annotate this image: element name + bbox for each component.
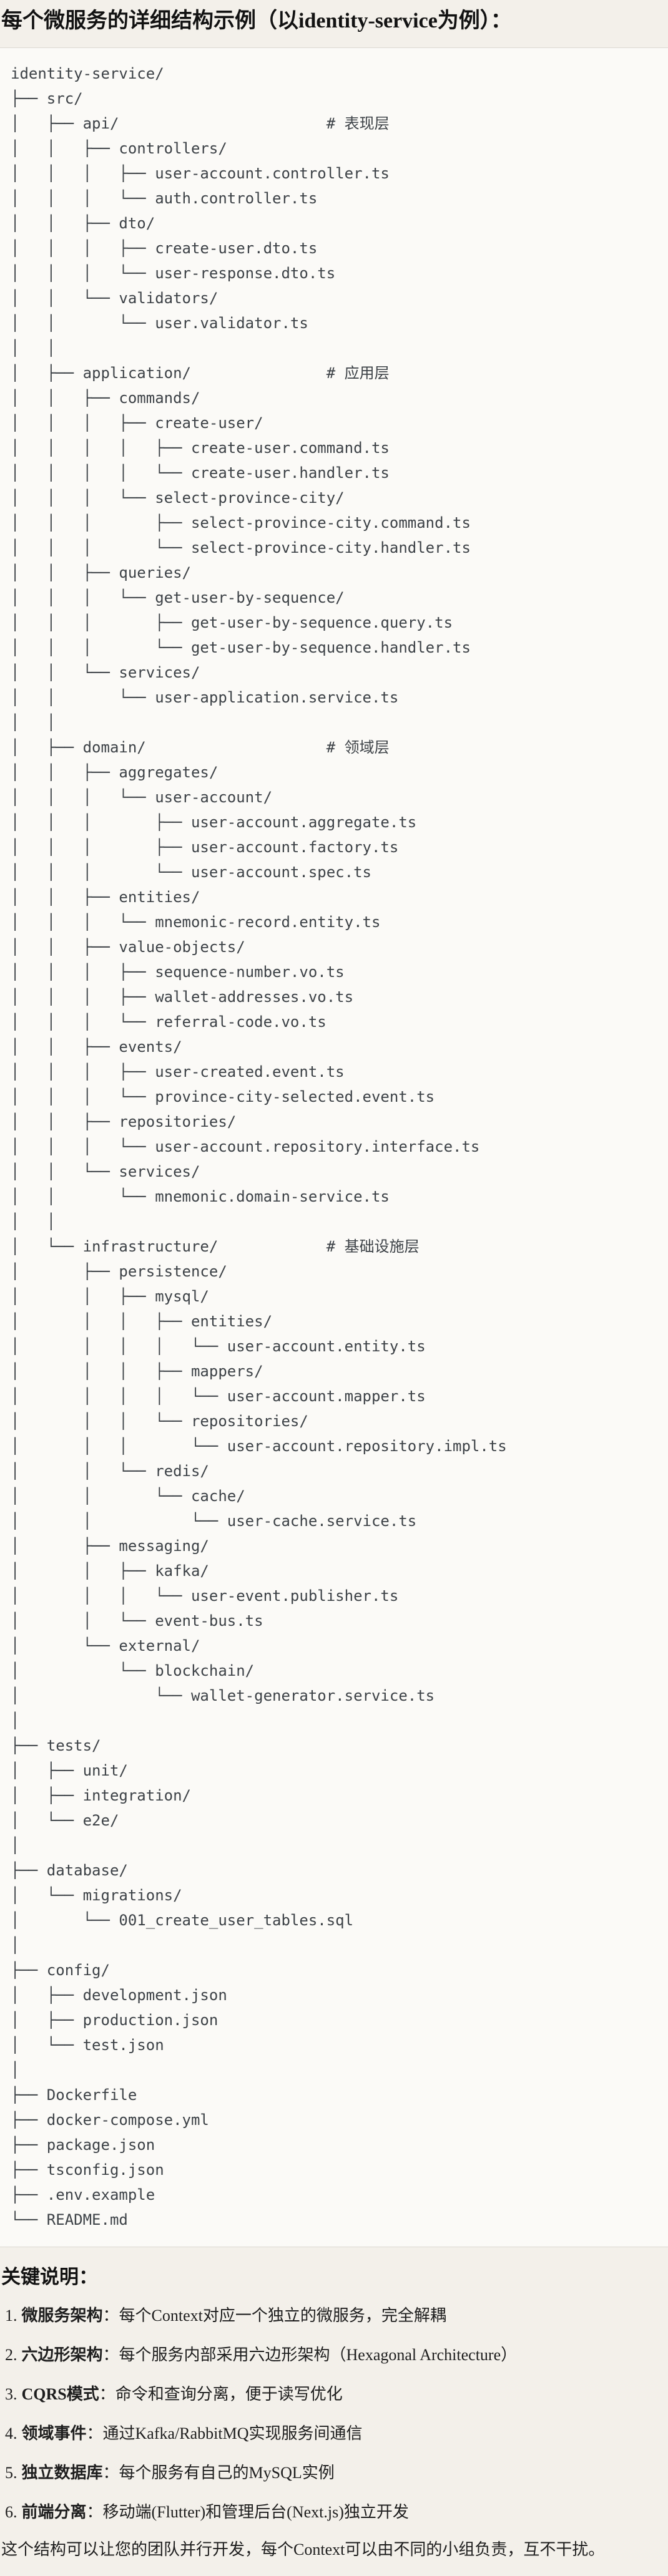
note-label: 独立数据库 [21, 2464, 103, 2482]
note-item-independent-database: 5.独立数据库：每个服务有自己的MySQL实例 [5, 2463, 668, 2483]
note-text: ：通过Kafka/RabbitMQ实现服务间通信 [86, 2424, 363, 2442]
note-label: 微服务架构 [21, 2306, 103, 2325]
note-label: CQRS模式 [21, 2385, 99, 2403]
note-number: 2. [5, 2346, 17, 2364]
key-notes-section: 关键说明： 1.微服务架构：每个Context对应一个独立的微服务，完全解耦 2… [0, 2265, 668, 2560]
page-title: 每个微服务的详细结构示例（以identity-service为例）： [1, 9, 512, 32]
note-number: 1. [5, 2306, 17, 2325]
note-text: ：每个Context对应一个独立的微服务，完全解耦 [102, 2306, 446, 2325]
note-item-hexagonal-architecture: 2.六边形架构：每个服务内部采用六边形架构（Hexagonal Architec… [5, 2345, 668, 2365]
note-item-domain-events: 4.领域事件：通过Kafka/RabbitMQ实现服务间通信 [5, 2424, 668, 2444]
directory-tree-code-block: identity-service/ ├── src/ │ ├── api/ # … [0, 47, 668, 2247]
note-text: ：每个服务有自己的MySQL实例 [102, 2464, 335, 2482]
note-label: 前端分离 [21, 2503, 87, 2521]
notes-heading: 关键说明： [1, 2266, 98, 2288]
note-text: ：每个服务内部采用六边形架构（Hexagonal Architecture） [102, 2346, 518, 2364]
note-number: 4. [5, 2424, 17, 2442]
note-label: 领域事件 [21, 2424, 87, 2442]
note-number: 6. [5, 2503, 17, 2521]
note-text: ：命令和查询分离，便于读写优化 [99, 2385, 343, 2403]
note-label: 六边形架构 [21, 2346, 103, 2364]
note-text: ：移动端(Flutter)和管理后台(Next.js)独立开发 [86, 2503, 409, 2521]
note-number: 3. [5, 2385, 17, 2403]
closing-paragraph: 这个结构可以让您的团队并行开发，每个Context可以由不同的小组负责，互不干扰… [1, 2540, 605, 2559]
note-item-cqrs-pattern: 3.CQRS模式：命令和查询分离，便于读写优化 [5, 2384, 668, 2404]
note-item-microservice-architecture: 1.微服务架构：每个Context对应一个独立的微服务，完全解耦 [5, 2306, 668, 2326]
note-number: 5. [5, 2464, 17, 2482]
note-item-frontend-separation: 6.前端分离：移动端(Flutter)和管理后台(Next.js)独立开发 [5, 2502, 668, 2522]
